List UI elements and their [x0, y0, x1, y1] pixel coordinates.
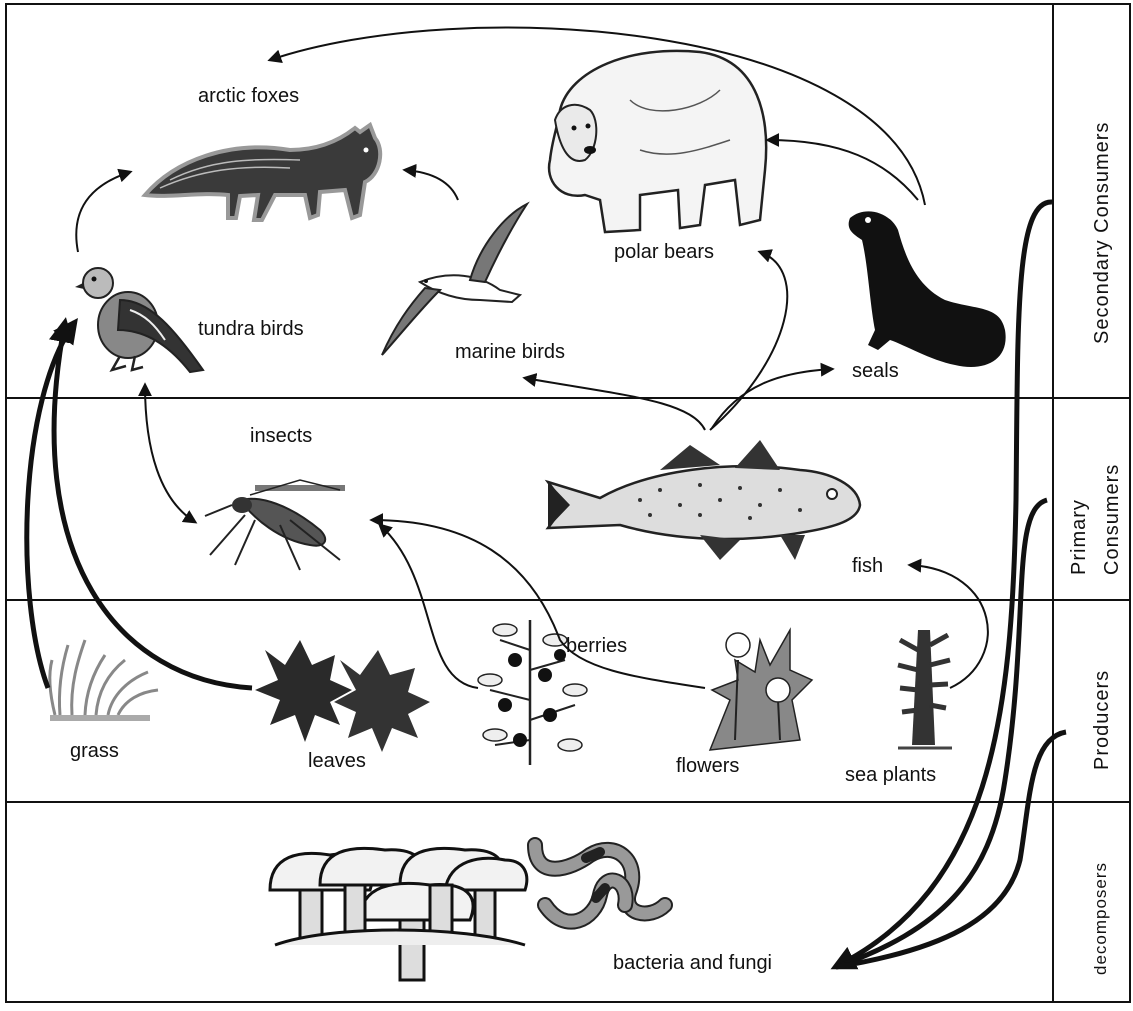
label-insects: insects	[250, 425, 312, 447]
arrow-grass-to-tundra-birds	[27, 322, 75, 688]
tundra-bird-icon	[75, 268, 203, 372]
arrow-flowers-to-insects	[372, 520, 705, 688]
grass-icon	[50, 640, 158, 718]
arrow-seals-to-polar-bears	[768, 140, 918, 200]
band-label-decomposers: decomposers	[1091, 862, 1110, 975]
marine-bird-icon	[382, 204, 527, 355]
insect-icon	[205, 480, 345, 570]
label-bacteria-and-fungi: bacteria and fungi	[613, 952, 772, 974]
arrow-leaves-to-tundra-birds	[54, 322, 252, 688]
seal-icon	[849, 211, 1006, 367]
arrow-tundra-birds-insects	[145, 385, 195, 522]
label-flowers: flowers	[676, 755, 739, 777]
arrow-fish-to-polar-bears	[710, 252, 787, 430]
leaves-icon	[255, 640, 430, 752]
mushrooms-icon	[270, 848, 527, 980]
polar-bear-icon	[549, 51, 766, 232]
band-label-producers: Producers	[1091, 670, 1113, 770]
arrow-fish-to-marine-birds	[525, 378, 705, 430]
label-grass: grass	[70, 740, 119, 762]
arrow-tundra-birds-to-arctic-foxes	[76, 172, 130, 252]
arrow-marine-birds-to-arctic-foxes	[405, 170, 458, 200]
label-tundra-birds: tundra birds	[198, 318, 304, 340]
band-label-primary-consumers-line2: Consumers	[1101, 464, 1123, 575]
fish-icon	[548, 440, 860, 560]
arrow-berries-to-insects	[380, 525, 478, 688]
band-label-secondary-consumers: Secondary Consumers	[1091, 122, 1113, 344]
label-arctic-foxes: arctic foxes	[198, 85, 299, 107]
arctic-fox-icon	[145, 125, 380, 220]
label-sea-plants: sea plants	[845, 764, 936, 786]
worms-icon	[535, 845, 665, 922]
label-polar-bears: polar bears	[614, 241, 714, 263]
band-label-primary-consumers-line1: Primary	[1068, 499, 1090, 575]
sea-plants-icon	[898, 630, 952, 748]
label-marine-birds: marine birds	[455, 341, 565, 363]
flowers-icon	[710, 630, 812, 750]
label-berries: berries	[566, 635, 627, 657]
label-leaves: leaves	[308, 750, 366, 772]
label-seals: seals	[852, 360, 899, 382]
label-fish: fish	[852, 555, 883, 577]
